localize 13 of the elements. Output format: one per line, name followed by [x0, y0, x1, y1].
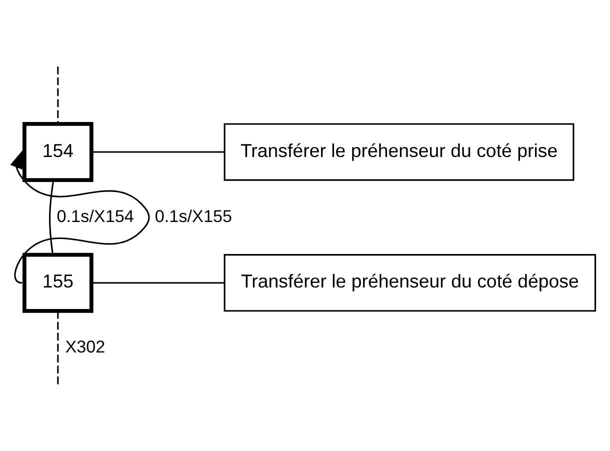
node-box: Transférer le préhenseur du coté prise: [224, 122, 574, 180]
connector: [57, 310, 59, 386]
edge-label: X302: [65, 336, 106, 356]
node-box: 154: [22, 122, 94, 182]
edge-label: 0.1s/X154: [56, 205, 134, 226]
arrow: [10, 149, 150, 284]
connector: [92, 282, 224, 284]
node-box: Transférer le préhenseur du coté dépose: [224, 254, 596, 312]
connector: [57, 66, 59, 124]
node-box: 155: [22, 252, 94, 312]
connector: [49, 180, 54, 254]
connector: [92, 150, 224, 152]
edge-label: 0.1s/X155: [154, 205, 232, 226]
